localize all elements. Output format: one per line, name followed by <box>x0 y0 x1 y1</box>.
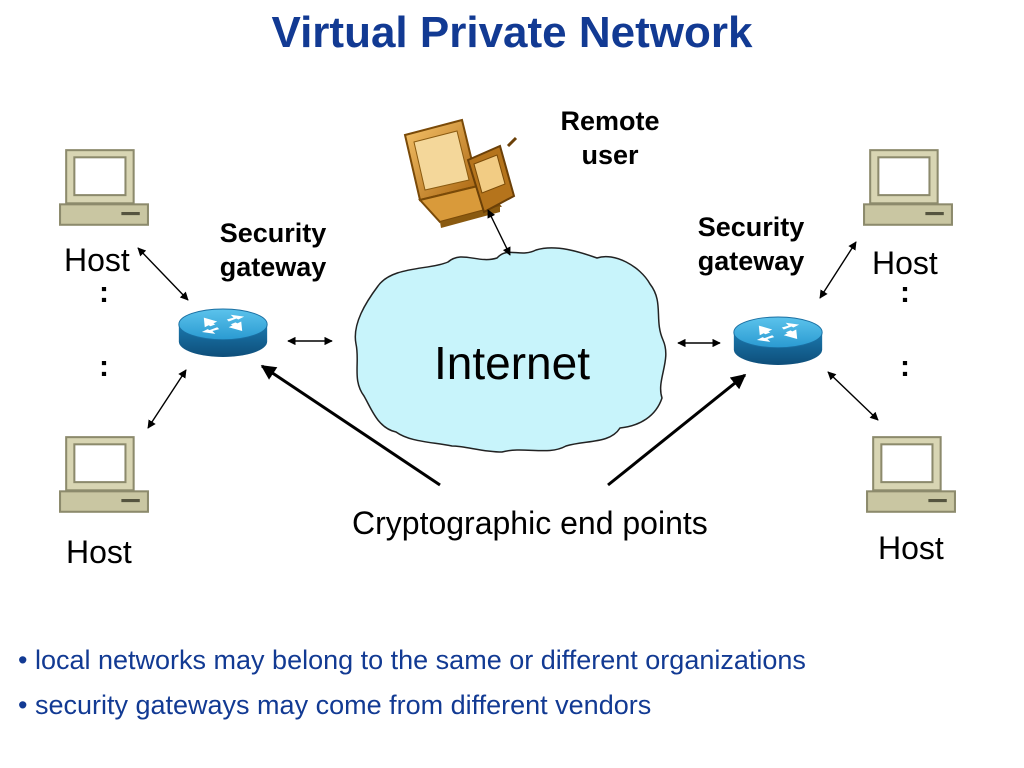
host-bottom-left-label: Host <box>66 534 132 570</box>
internet-label: Internet <box>434 337 590 389</box>
pda-icon <box>466 136 518 214</box>
host-bottom-left-computer-icon <box>58 435 150 514</box>
left-dots-1: : <box>99 276 109 309</box>
host-top-right-label: Host <box>872 245 938 281</box>
connection-arrows <box>137 209 879 429</box>
page-title: Virtual Private Network <box>271 8 753 57</box>
bullet-marker: • <box>18 690 28 720</box>
host-top-left-label: Host <box>64 242 130 278</box>
right-dots-2: : <box>900 350 910 383</box>
cryptographic-end-points-label: Cryptographic end points <box>352 505 708 541</box>
bullet-text: security gateways may come from differen… <box>34 690 652 720</box>
security-gateway-right-label: Security gateway <box>697 212 805 276</box>
host-bottom-right-label: Host <box>878 530 944 566</box>
bullet-item-1: • local networks may belong to the same … <box>18 645 806 676</box>
bullet-marker: • <box>18 645 28 675</box>
left-router-icon <box>178 308 268 358</box>
right-dots-1: : <box>900 276 910 309</box>
left-dots-2: : <box>99 350 109 383</box>
bullet-item-2: • security gateways may come from differ… <box>18 690 651 721</box>
bullet-text: local networks may belong to the same or… <box>34 645 806 675</box>
internet-cloud-icon <box>354 247 667 453</box>
endpoint-arrows <box>260 364 747 487</box>
remote-user-label: Remote user <box>560 106 660 170</box>
right-router-icon <box>733 316 823 366</box>
host-top-right-computer-icon <box>862 148 954 227</box>
host-top-left-computer-icon <box>58 148 150 227</box>
host-bottom-right-computer-icon <box>865 435 957 514</box>
security-gateway-left-label: Security gateway <box>219 218 327 282</box>
